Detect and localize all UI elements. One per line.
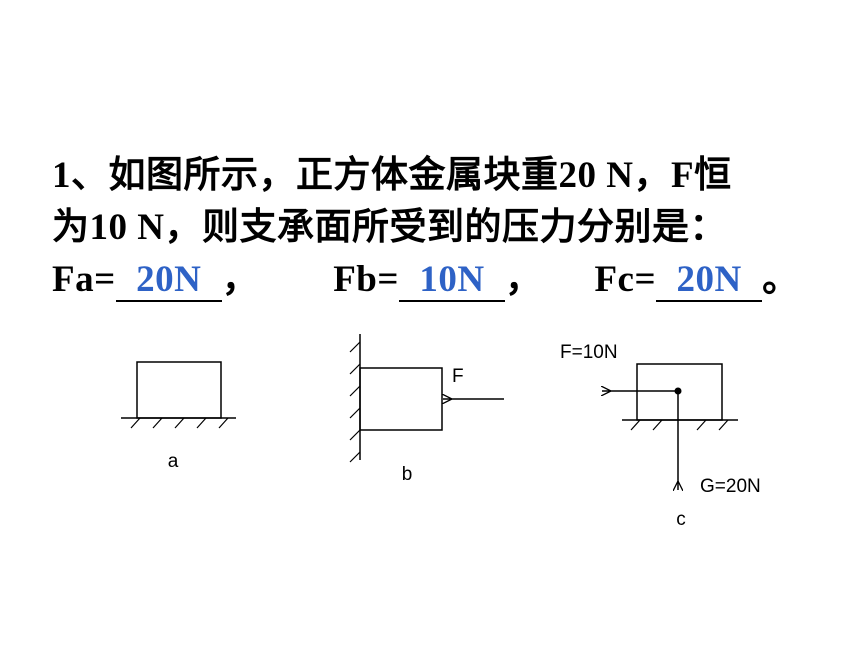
answer-line: Fa=20N，Fb=10N，Fc=20N。 xyxy=(52,254,842,306)
question-line-2: 为10 N，则支承面所受到的压力分别是： xyxy=(52,207,727,248)
figure-b-block xyxy=(359,367,443,431)
fc-suffix: 。 xyxy=(762,259,800,300)
fb-prefix: Fb= xyxy=(333,259,399,300)
fb-suffix: ， xyxy=(504,259,543,300)
figure-a-ground-hatch xyxy=(130,417,229,429)
figure-c: F=10N G=20N c xyxy=(560,342,761,530)
figure-b: F b xyxy=(349,334,504,485)
fc-prefix: Fc= xyxy=(594,259,657,300)
figure-c-ground-hatch xyxy=(630,419,729,431)
fb-answer-blank: 10N xyxy=(398,260,505,302)
fa-prefix: Fa= xyxy=(52,259,116,300)
figure-b-wall-hatch xyxy=(349,341,361,463)
fa-suffix: ， xyxy=(221,259,260,300)
physics-figures: a F b F=10N G=20N c xyxy=(121,334,761,530)
figure-c-label: c xyxy=(676,509,686,530)
figure-c-force-label: F=10N xyxy=(560,342,618,363)
figure-c-weight-label: G=20N xyxy=(700,476,761,497)
figure-a: a xyxy=(121,361,236,472)
figure-a-label: a xyxy=(168,451,179,472)
fa-answer-blank: 20N xyxy=(115,260,222,302)
fc-answer-blank: 20N xyxy=(656,260,763,302)
figure-b-label: b xyxy=(402,464,413,485)
question-line-1: 1、如图所示，正方体金属块重20 N，F恒 xyxy=(52,155,732,196)
figure-a-block xyxy=(136,361,222,419)
question-text: 1、如图所示，正方体金属块重20 N，F恒 为10 N，则支承面所受到的压力分别… xyxy=(52,150,842,306)
figure-b-force-label: F xyxy=(452,366,464,387)
